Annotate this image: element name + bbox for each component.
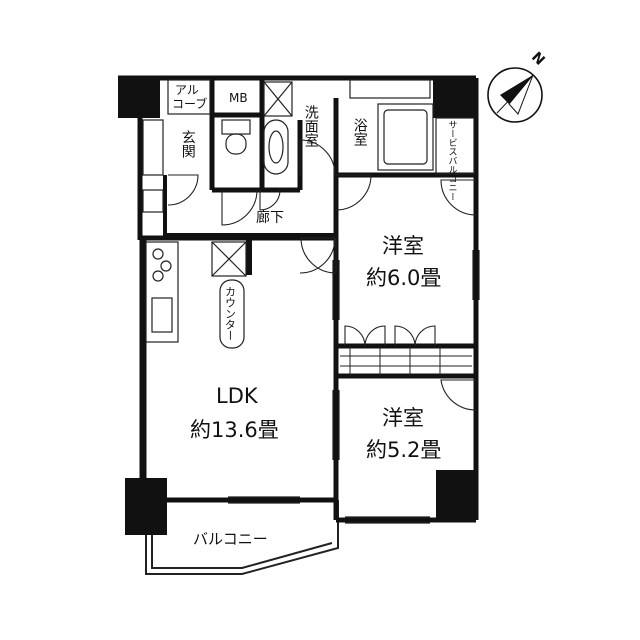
alcove-label-line2: コーブ: [172, 97, 208, 111]
western-room-1-size: 約6.0畳: [366, 266, 442, 290]
mb-label: MB: [229, 91, 248, 105]
bathtub: [349, 79, 434, 171]
washer-box: [263, 81, 293, 117]
western-room-2-size: 約5.2畳: [366, 438, 442, 462]
kitchen-counter: [145, 241, 247, 349]
alcove-box: [167, 79, 211, 115]
closet-band: [340, 346, 472, 376]
toilet-fixture: [221, 119, 251, 155]
entrance-label: 玄関: [179, 130, 196, 158]
exterior-walls: [118, 75, 479, 523]
entrance-shoebox: [142, 119, 164, 213]
balcony-label: バルコニー: [193, 530, 268, 548]
wash-basin: [263, 119, 289, 175]
columns: [118, 78, 476, 535]
compass-icon: [487, 67, 543, 123]
bath-label: 浴室: [351, 118, 368, 146]
western-room-2-name: 洋室: [382, 406, 424, 430]
hallway-label: 廊下: [256, 210, 284, 226]
washroom-label: 洗面室: [302, 105, 319, 147]
service-balcony-label: サービスバルコニー: [446, 120, 457, 201]
door-swings: [167, 139, 477, 411]
windows: [228, 250, 480, 524]
counter-label: カウンター: [223, 286, 237, 341]
ldk-name: LDK: [216, 384, 258, 408]
ldk-size: 約13.6畳: [190, 418, 279, 442]
service-balcony-box: [435, 117, 475, 175]
western-room-1-name: 洋室: [382, 234, 424, 258]
alcove-label-line1: アル: [175, 83, 199, 97]
